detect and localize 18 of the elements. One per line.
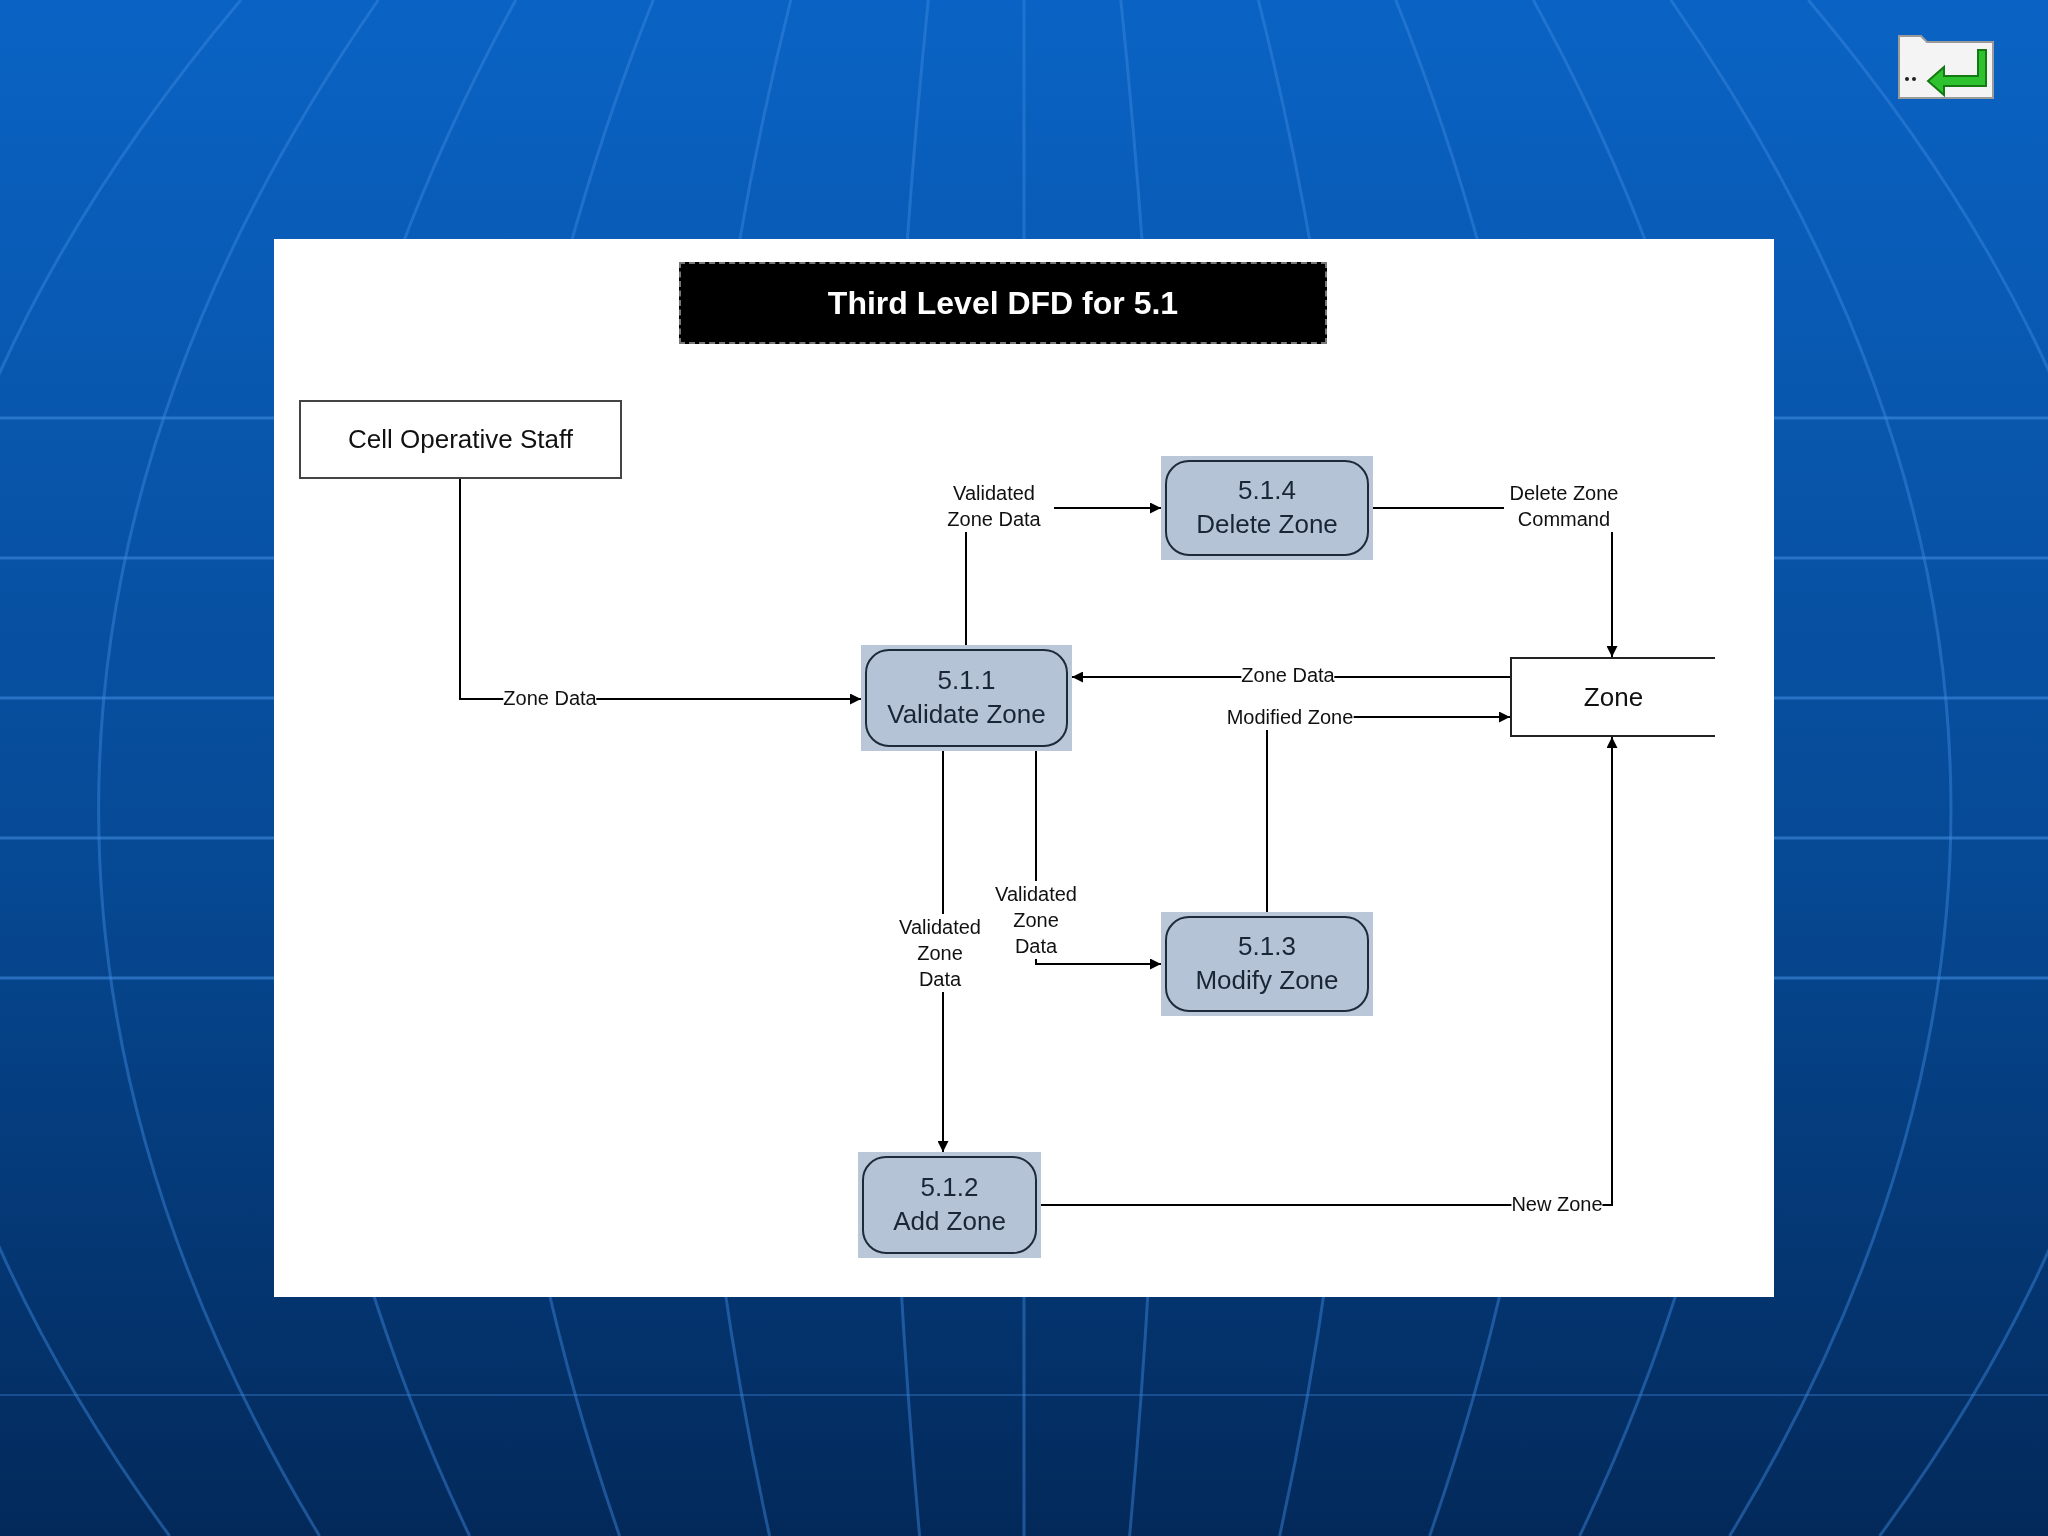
process-box	[861, 645, 1072, 751]
flow-arrow	[1040, 736, 1618, 1206]
process-number: 5.1.4	[1238, 474, 1296, 508]
process-number: 5.1.1	[937, 664, 996, 698]
store-name: Zone	[1583, 680, 1644, 714]
process-box	[1161, 912, 1373, 1016]
process-box	[858, 1152, 1041, 1258]
title-banner: Third Level DFD for 5.1	[679, 262, 1327, 344]
entity-name: Cell Operative Staff	[348, 423, 573, 456]
process-number: 5.1.2	[920, 1171, 979, 1205]
process-name: Modify Zone	[1195, 964, 1339, 997]
external-entity-box	[299, 400, 622, 479]
process-name: Validate Zone	[887, 698, 1046, 731]
process-number: 5.1.3	[1238, 930, 1296, 964]
data-store	[1510, 657, 1715, 737]
process-name: Add Zone	[893, 1205, 1006, 1238]
process-name: Delete Zone	[1196, 508, 1338, 541]
process-box	[1161, 456, 1373, 560]
